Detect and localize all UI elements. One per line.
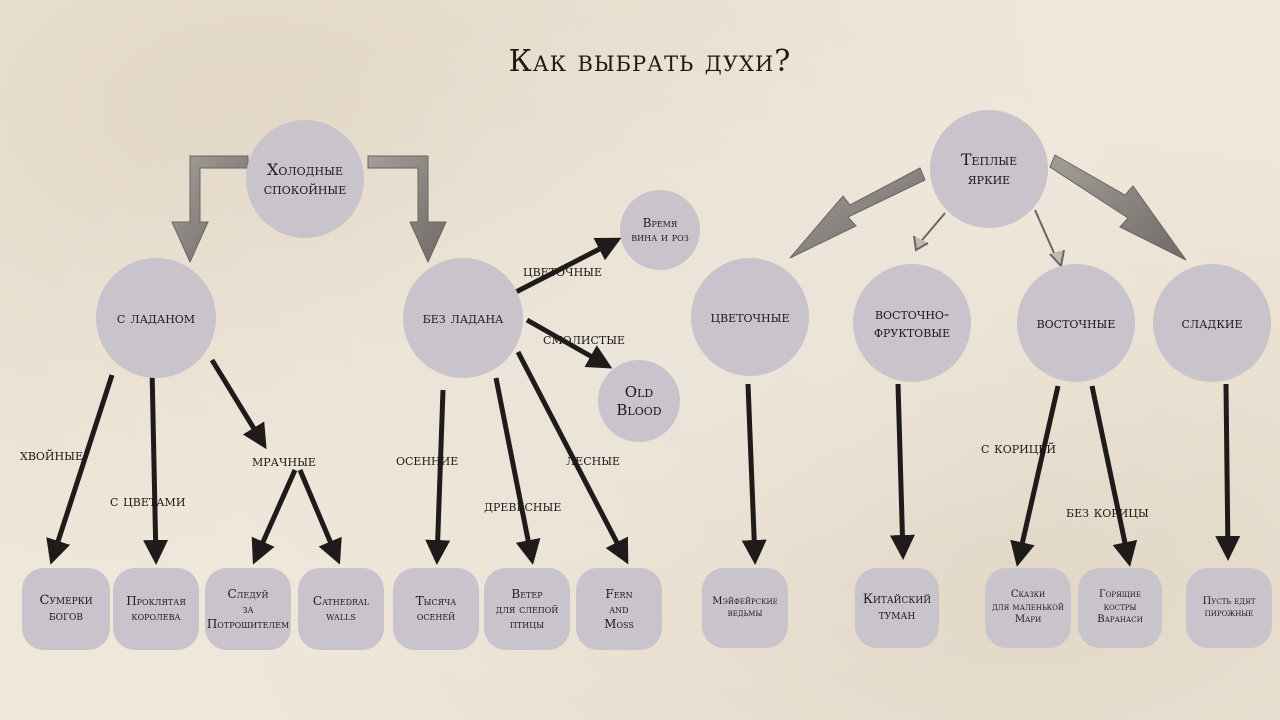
arrow-woody (493, 377, 541, 565)
page-title: Как выбрать духи? (508, 44, 792, 79)
node-with-incense: с ладаном (96, 258, 216, 378)
arrow-sweet-leaf (1215, 383, 1241, 561)
arrow-to-oriental-fruity (917, 212, 946, 246)
arrow-forest (515, 350, 629, 565)
edge-label-cinnamon: с корицей (981, 439, 1056, 457)
node-without-incense: без ладана (403, 258, 523, 378)
arrow-flowers (143, 367, 169, 565)
node-sweet: сладкие (1153, 264, 1271, 382)
node-oriental: восточные (1017, 264, 1135, 382)
edge-label-autumn: осенние (396, 451, 459, 469)
arrow-no-cinnamon (1089, 385, 1138, 567)
edge-label-resinous: смолистые (543, 330, 626, 348)
arrow-chinese-fog (889, 383, 915, 560)
arrow-floral-cold (514, 237, 622, 295)
arrow-dark-1 (251, 468, 298, 565)
edge-label-conifer: хвойные (20, 446, 83, 464)
node-warm-floral: цветочные (691, 258, 809, 376)
arrow-conifer (46, 374, 115, 565)
arrow-mayfair (741, 383, 767, 565)
arrow-resinous (525, 317, 613, 369)
arrow-autumn (425, 389, 451, 565)
big-arrow-to-no-incense (367, 155, 447, 264)
arrow-dark-2 (297, 469, 342, 565)
edge-label-flowers: с цветами (110, 492, 186, 510)
edge-label-dark: мрачные (252, 452, 316, 470)
node-oriental-fruity: восточно-фруктовые (853, 264, 971, 382)
arrow-cinnamon (1010, 385, 1061, 567)
edge-label-floral-cold: цветочные (523, 262, 603, 280)
edge-label-no-cinnamon: без корицы (1066, 503, 1149, 521)
big-arrow-to-sweet (1049, 154, 1187, 261)
edge-label-forest: лесные (566, 451, 621, 469)
edge-label-woody: древесные (484, 497, 562, 515)
big-arrow-to-incense (171, 155, 249, 264)
big-arrow-to-floral (789, 167, 926, 259)
